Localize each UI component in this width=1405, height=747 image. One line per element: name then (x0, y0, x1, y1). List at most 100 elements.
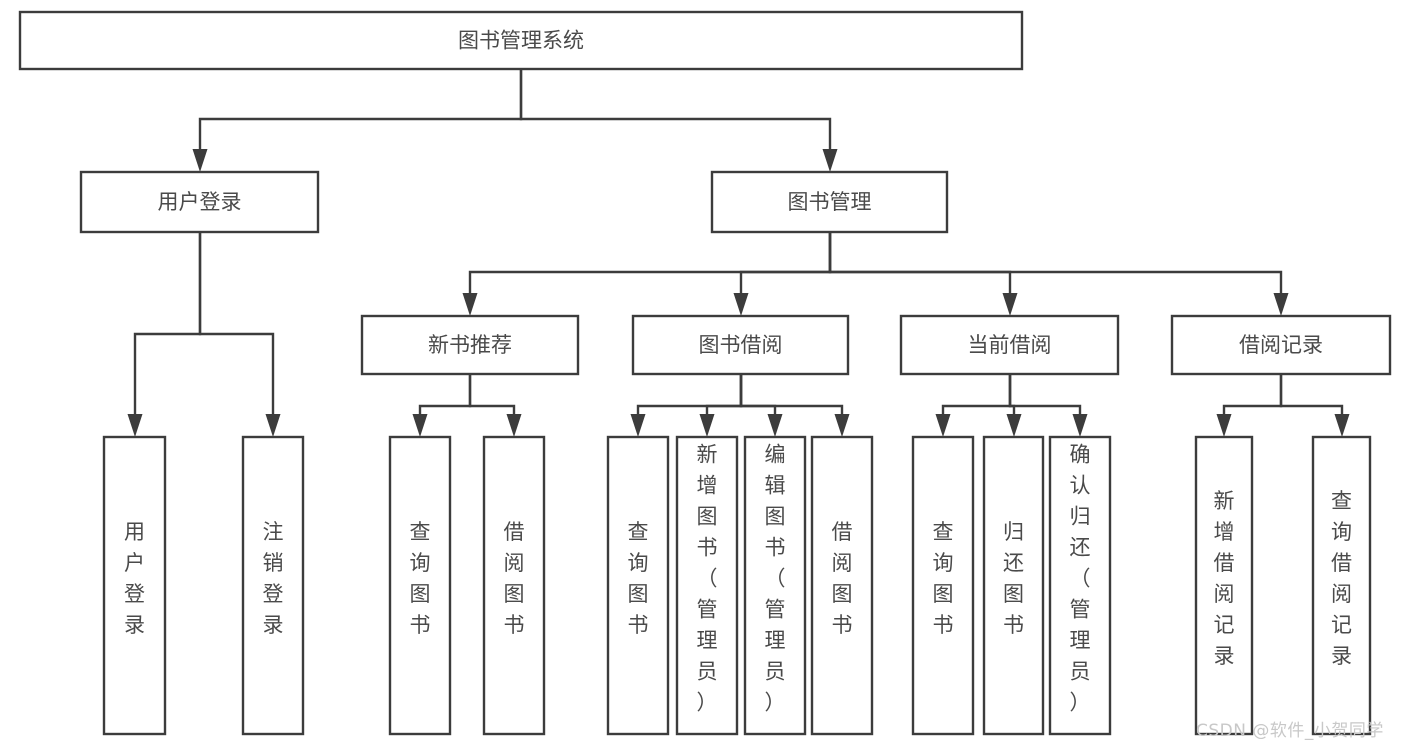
connector-line (519, 69, 832, 149)
node-box (675, 435, 739, 736)
node-label: 借阅图书 (504, 520, 525, 637)
node-book-manage[interactable]: 图书管理 (710, 170, 949, 234)
connector-line (198, 232, 275, 414)
node-user-login[interactable]: 用户登录 (79, 170, 320, 234)
connector-line (739, 374, 777, 414)
node-label: 归还图书 (1003, 520, 1024, 637)
connector-line (636, 374, 743, 414)
node-leaf-cur-confirm[interactable]: 确认归还（管理员） (1048, 435, 1112, 736)
node-leaf-rec-query2[interactable]: 查询借阅记录 (1311, 435, 1372, 736)
node-box (79, 170, 320, 234)
node-box (606, 435, 670, 736)
node-box (710, 170, 949, 234)
edge-book-borrow-leaf-book-borrow (739, 374, 850, 437)
edge-root-user-login (192, 69, 523, 172)
node-new-book-rec[interactable]: 新书推荐 (360, 314, 580, 376)
edge-new-book-rec-leaf-rec-borrow (468, 374, 522, 437)
arrow-head-icon (733, 293, 749, 316)
node-current-borrow[interactable]: 当前借阅 (899, 314, 1120, 376)
node-leaf-book-add[interactable]: 新增图书（管理员） (675, 435, 739, 736)
edge-current-borrow-leaf-cur-confirm (1008, 374, 1088, 437)
arrow-head-icon (1002, 293, 1018, 316)
node-label: 图书管理 (788, 190, 872, 214)
node-box (810, 435, 874, 736)
edge-user-login-leaf-user-login (127, 232, 202, 437)
arrow-head-icon (1006, 414, 1022, 437)
arrow-head-icon (822, 149, 838, 172)
connector-line (705, 374, 743, 414)
arrow-head-icon (1072, 414, 1088, 437)
node-box (1194, 435, 1254, 736)
arrow-head-icon (834, 414, 850, 437)
connector-line (468, 374, 516, 414)
node-leaf-borrow-query[interactable]: 查询图书 (606, 435, 670, 736)
node-box (18, 10, 1024, 71)
connector-line (739, 374, 844, 414)
node-leaf-user-logout[interactable]: 注销登录 (241, 435, 305, 736)
arrow-head-icon (699, 414, 715, 437)
edge-book-manage-borrow-record (828, 232, 1289, 316)
node-leaf-cur-query[interactable]: 查询图书 (911, 435, 975, 736)
connector-line (1008, 374, 1082, 414)
edge-book-manage-current-borrow (828, 232, 1018, 316)
connector-line (1279, 374, 1344, 414)
arrow-head-icon (462, 293, 478, 316)
node-box (743, 435, 807, 736)
node-box (982, 435, 1045, 736)
node-label: 查询图书 (410, 520, 431, 637)
edge-root-book-manage (519, 69, 838, 172)
node-label: 图书借阅 (699, 333, 783, 357)
node-leaf-user-login[interactable]: 用户登录 (102, 435, 167, 736)
connector-line (468, 232, 832, 293)
node-label: 借阅图书 (832, 520, 853, 637)
arrow-head-icon (127, 414, 143, 437)
node-leaf-book-edit[interactable]: 编辑图书（管理员） (743, 435, 807, 736)
node-label: 当前借阅 (968, 333, 1052, 357)
arrow-head-icon (1273, 293, 1289, 316)
node-book-borrow[interactable]: 图书借阅 (631, 314, 850, 376)
node-label: 注销登录 (263, 520, 284, 637)
node-leaf-book-borrow[interactable]: 借阅图书 (810, 435, 874, 736)
node-leaf-cur-return[interactable]: 归还图书 (982, 435, 1045, 736)
node-label: 用户登录 (124, 520, 145, 637)
edge-book-manage-new-book-rec (462, 232, 832, 316)
node-box (241, 435, 305, 736)
csdn-watermark: CSDN @软件_小贺同学 (1196, 721, 1384, 741)
edge-book-manage-book-borrow (733, 232, 832, 316)
node-box (388, 435, 452, 736)
node-box (102, 435, 167, 736)
node-label: 新增借阅记录 (1214, 489, 1235, 668)
connector-line (828, 232, 1283, 293)
connector-line (739, 232, 832, 293)
node-label: 用户登录 (158, 190, 242, 214)
arrow-head-icon (506, 414, 522, 437)
node-box (482, 435, 546, 736)
node-box (360, 314, 580, 376)
node-root[interactable]: 图书管理系统 (18, 10, 1024, 71)
node-label: 查询图书 (933, 520, 954, 637)
node-borrow-record[interactable]: 借阅记录 (1170, 314, 1392, 376)
connector-line (133, 232, 202, 414)
node-leaf-rec-query[interactable]: 查询图书 (388, 435, 452, 736)
arrow-head-icon (412, 414, 428, 437)
node-leaf-rec-add[interactable]: 新增借阅记录 (1194, 435, 1254, 736)
node-label: 编辑图书（管理员） (765, 443, 786, 715)
node-leaf-rec-borrow[interactable]: 借阅图书 (482, 435, 546, 736)
node-label: 确认归还（管理员） (1070, 443, 1091, 715)
edge-borrow-record-leaf-rec-query2 (1279, 374, 1350, 437)
arrow-head-icon (1334, 414, 1350, 437)
node-label: 新书推荐 (428, 333, 512, 357)
arrow-head-icon (630, 414, 646, 437)
node-box (1311, 435, 1372, 736)
connector-line (198, 69, 523, 149)
node-box (899, 314, 1120, 376)
node-label: 图书管理系统 (458, 29, 584, 53)
connector-line (1222, 374, 1283, 414)
arrow-head-icon (265, 414, 281, 437)
node-label: 查询借阅记录 (1331, 489, 1352, 668)
arrow-head-icon (1216, 414, 1232, 437)
edge-current-borrow-leaf-cur-query (935, 374, 1012, 437)
node-box (1170, 314, 1392, 376)
